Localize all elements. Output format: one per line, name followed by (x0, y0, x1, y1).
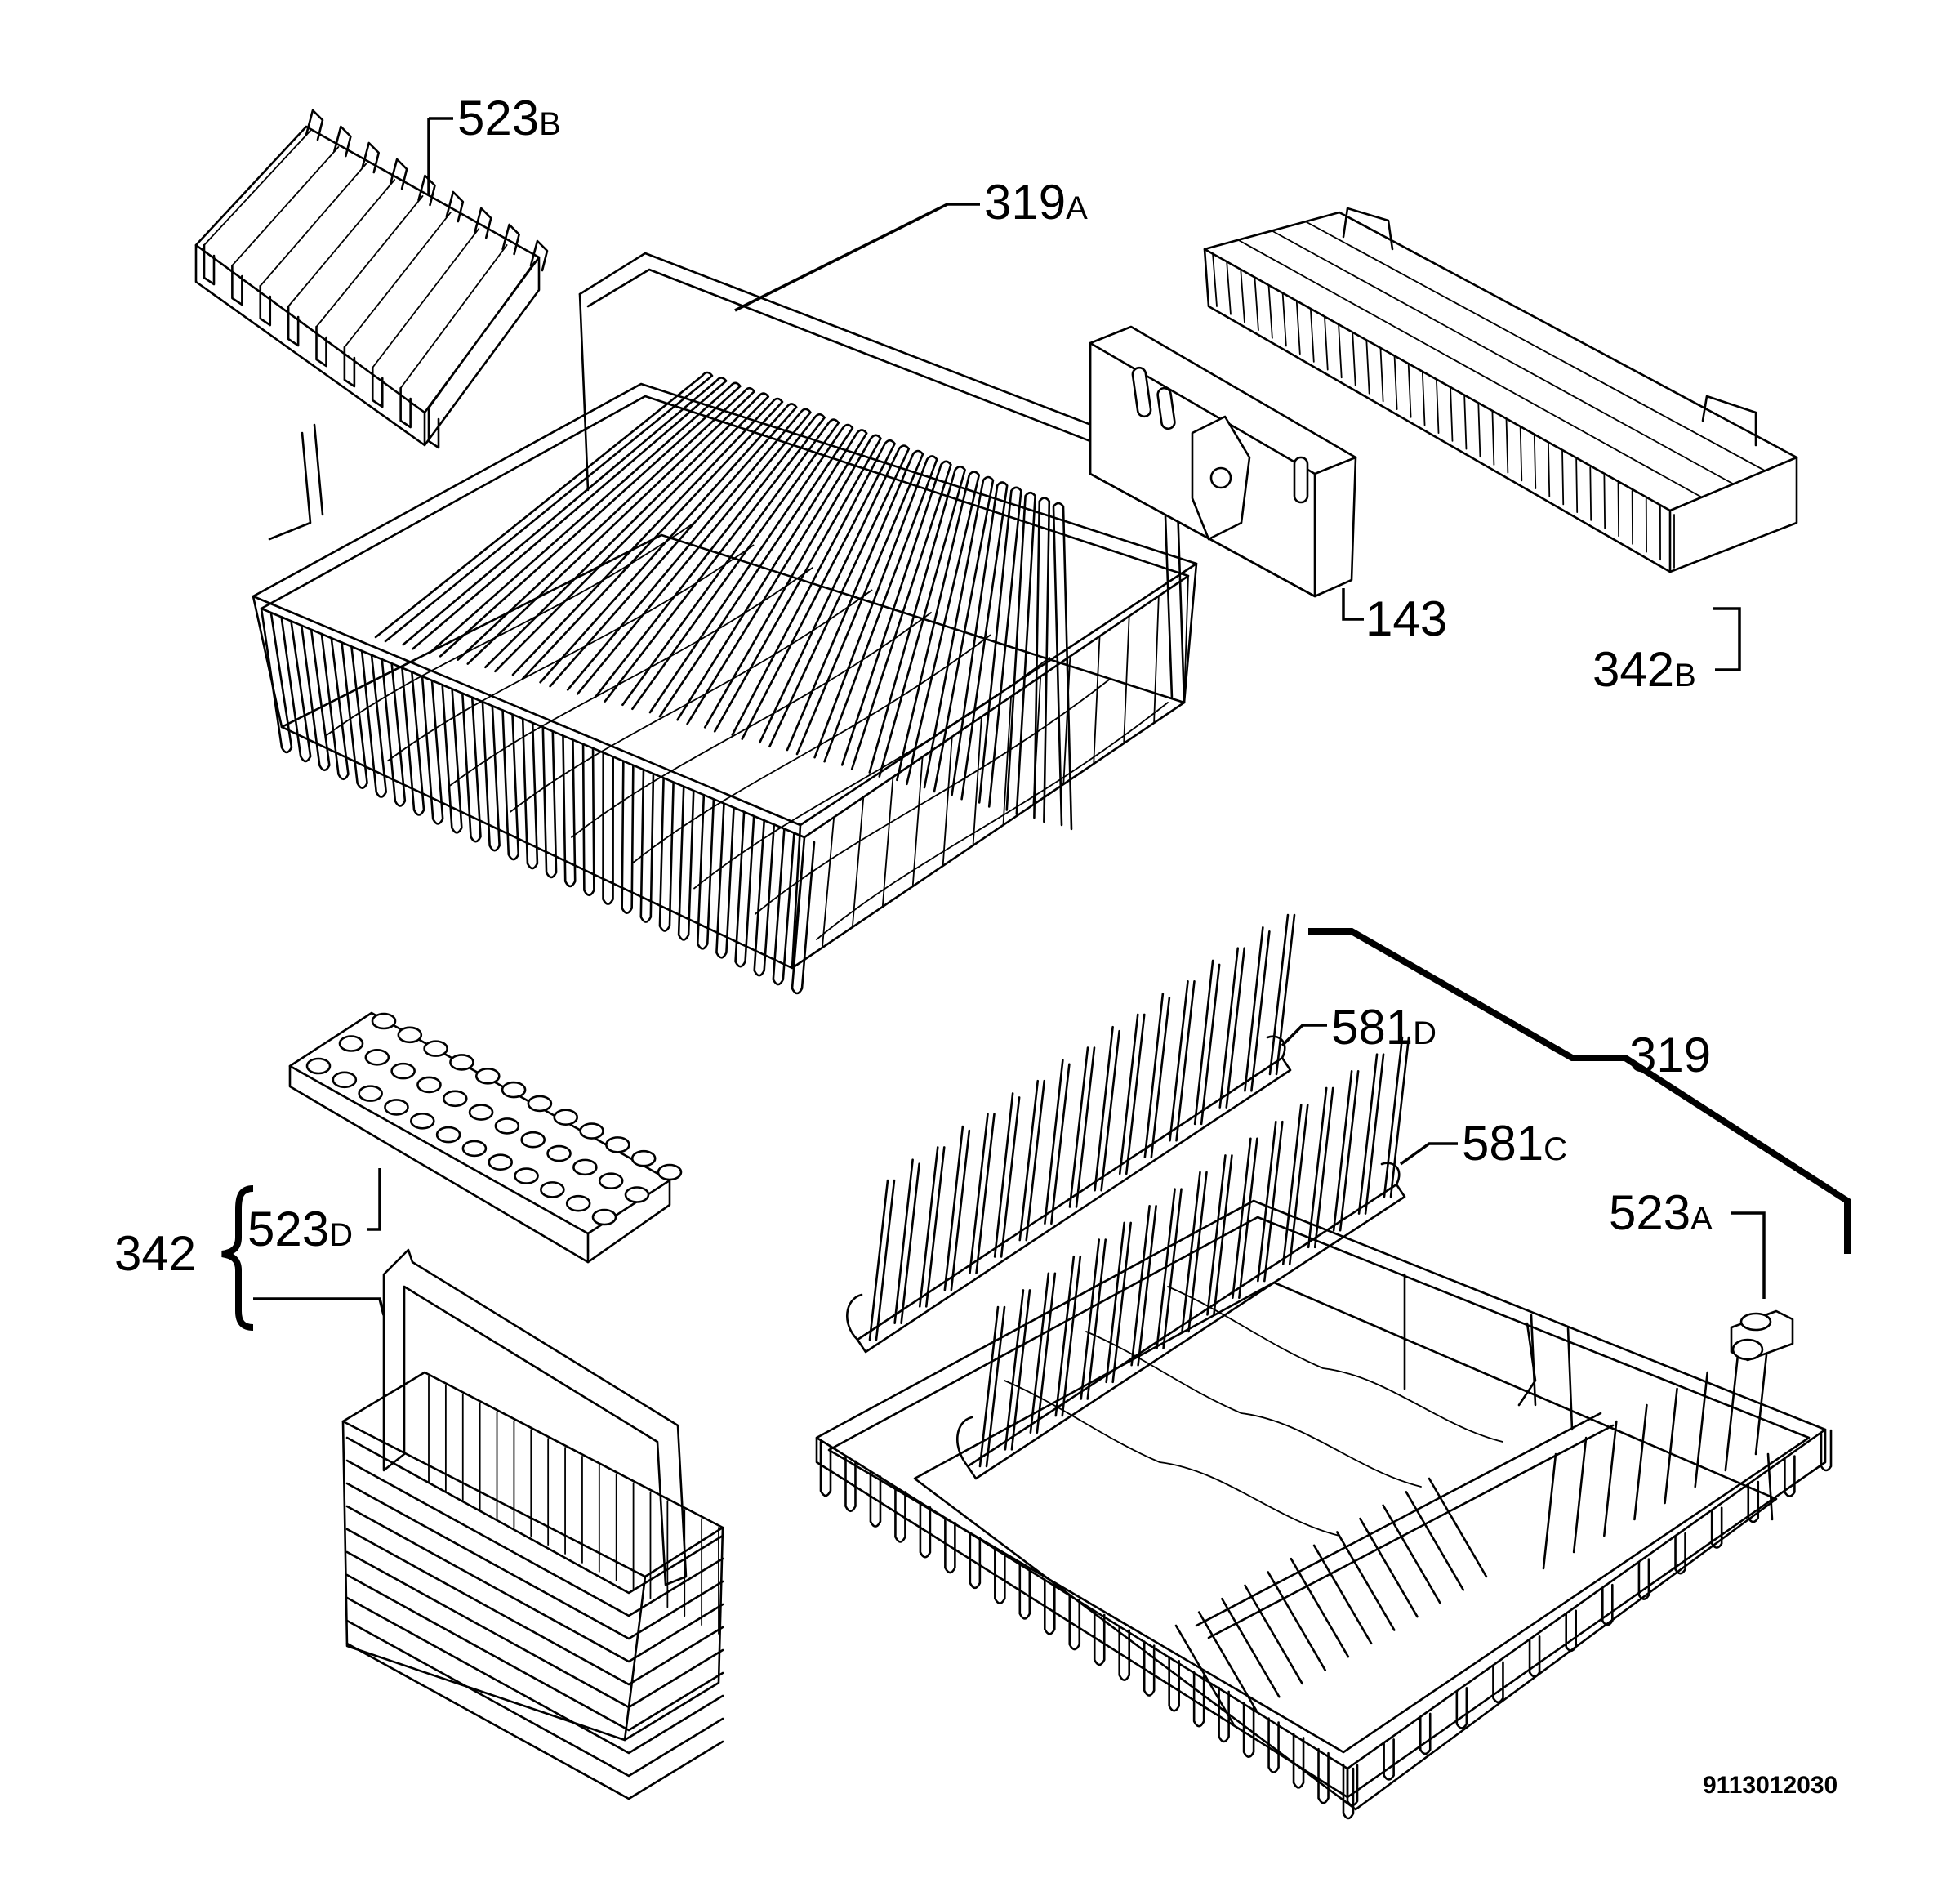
callout-523d: 523D (247, 1202, 353, 1256)
leader-319a (734, 203, 980, 312)
leader-523a (1731, 1211, 1766, 1299)
upper-basket-icon (252, 252, 1198, 995)
cup-rack-icon (194, 109, 549, 449)
callout-labels: 523B 319A 143 342B 581D 319 581C 523A 52… (114, 91, 1838, 1799)
leader-143 (1342, 588, 1364, 621)
assembly-line-319 (1308, 928, 1851, 1254)
cutlery-basket-lid-icon (288, 1011, 683, 1264)
callout-581d: 581D (1331, 1000, 1437, 1055)
side-rack-icon (1203, 207, 1798, 573)
wheel-icon (1730, 1309, 1794, 1362)
callout-319a: 319A (984, 175, 1088, 230)
leader-523d (368, 1168, 381, 1231)
height-adjuster-icon (1089, 325, 1357, 598)
brace-342 (221, 1185, 254, 1331)
callout-523a: 523A (1609, 1185, 1713, 1240)
lower-basket-icon (815, 1199, 1833, 1820)
cutlery-basket-icon (341, 1248, 724, 1800)
plate-rack-icon (845, 913, 1296, 1354)
leader-342-lower (253, 1297, 385, 1316)
callout-342: 342 (114, 1226, 196, 1281)
callout-319: 319 (1629, 1028, 1711, 1082)
leader-342b (1713, 607, 1741, 671)
document-number: 9113012030 (1703, 1772, 1838, 1799)
callout-523b: 523B (457, 91, 561, 145)
leader-581d (1281, 1024, 1327, 1047)
callout-143: 143 (1365, 591, 1447, 646)
callout-581c: 581C (1462, 1116, 1567, 1171)
callout-342b: 342B (1592, 642, 1696, 697)
leader-581c (1399, 1142, 1458, 1166)
leader-lines (221, 117, 1851, 1331)
